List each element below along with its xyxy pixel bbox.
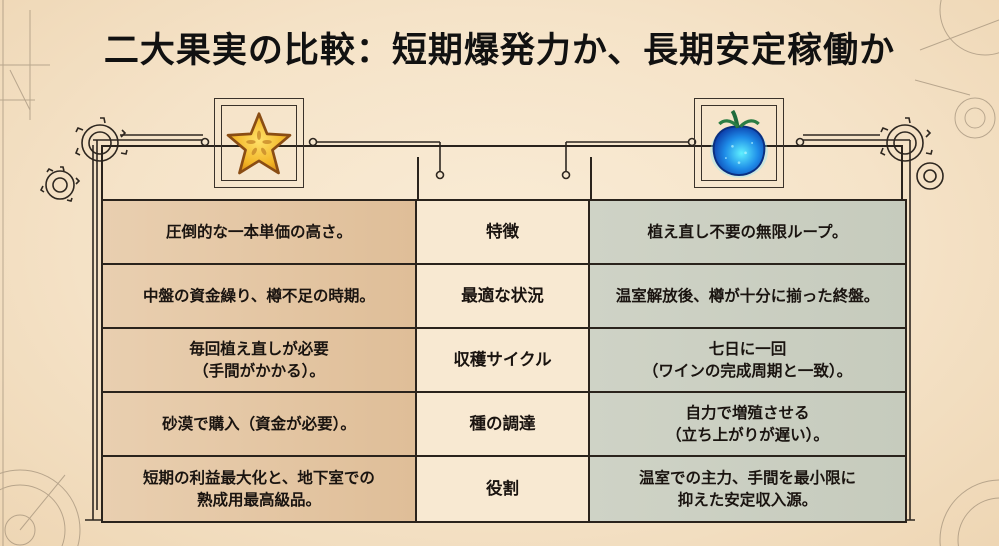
ancient-fruit-cell: 植え直し不要の無限ループ。	[590, 201, 905, 263]
table-row: 砂漠で購入（資金が必要）。 種の調達 自力で増殖させる （立ち上がりが遅い）。	[103, 393, 905, 457]
page-title: 二大果実の比較：短期爆発力か、長期安定稼働か	[103, 31, 896, 71]
starfruit-cell: 中盤の資金繰り、樽不足の時期。	[103, 265, 417, 327]
table-row: 中盤の資金繰り、樽不足の時期。 最適な状況 温室解放後、樽が十分に揃った終盤。	[103, 265, 905, 329]
starfruit-cell: 砂漠で購入（資金が必要）。	[103, 393, 417, 455]
table-row: 圧倒的な一本単価の高さ。 特徴 植え直し不要の無限ループ。	[103, 201, 905, 265]
table-row: 毎回植え直しが必要 （手間がかかる）。 収穫サイクル 七日に一回 （ワインの完成…	[103, 329, 905, 393]
comparison-table: 圧倒的な一本単価の高さ。 特徴 植え直し不要の無限ループ。 中盤の資金繰り、樽不…	[101, 199, 907, 523]
starfruit-icon	[226, 112, 292, 175]
ancient-fruit-cell: 七日に一回 （ワインの完成周期と一致）。	[590, 329, 905, 391]
column-divider	[417, 157, 419, 201]
starfruit-cell: 短期の利益最大化と、地下室での 熟成用最高級品。	[103, 457, 417, 521]
row-label: 種の調達	[417, 393, 590, 455]
row-label: 役割	[417, 457, 590, 521]
ancient-fruit-icon	[710, 109, 768, 178]
starfruit-cell: 圧倒的な一本単価の高さ。	[103, 201, 417, 263]
starfruit-icon-frame	[214, 98, 304, 188]
column-divider	[590, 157, 592, 201]
row-label: 特徴	[417, 201, 590, 263]
table-header	[101, 145, 903, 201]
ancient-fruit-icon-frame	[694, 98, 784, 188]
table-row: 短期の利益最大化と、地下室での 熟成用最高級品。 役割 温室での主力、手間を最小…	[103, 457, 905, 521]
starfruit-cell: 毎回植え直しが必要 （手間がかかる）。	[103, 329, 417, 391]
ancient-fruit-cell: 自力で増殖させる （立ち上がりが遅い）。	[590, 393, 905, 455]
ancient-fruit-cell: 温室での主力、手間を最小限に 抑えた安定収入源。	[590, 457, 905, 521]
row-label: 収穫サイクル	[417, 329, 590, 391]
row-label: 最適な状況	[417, 265, 590, 327]
ancient-fruit-cell: 温室解放後、樽が十分に揃った終盤。	[590, 265, 905, 327]
